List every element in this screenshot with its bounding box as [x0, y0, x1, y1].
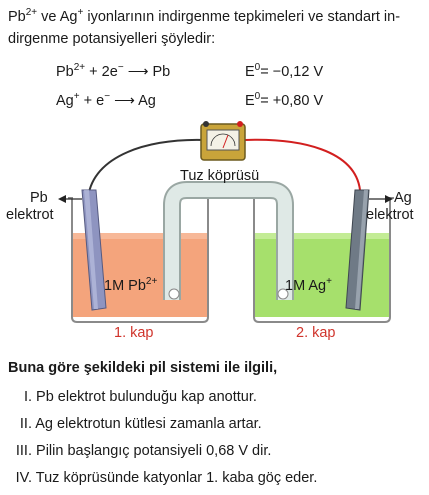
option-4: IV. Tuz köprüsünde katyonlar 1. kaba göç… — [12, 470, 318, 486]
left-solution-label: 1M Pb2+ — [104, 276, 158, 294]
reaction-pb: Pb2+ + 2e− ⟶ Pb — [56, 62, 171, 80]
pb-electrode-name: Pb — [30, 190, 48, 206]
potential-ag: E0= +0,80 V — [245, 91, 324, 109]
ag-electrode-word: elektrot — [366, 207, 414, 223]
arrow-icon: ⟶ — [127, 64, 149, 80]
salt-bridge — [163, 181, 294, 300]
ag-electrode — [345, 189, 370, 311]
reaction-ag: Ag+ + e− ⟶ Ag — [56, 91, 156, 109]
option-number: III. — [15, 443, 32, 459]
option-number: II. — [19, 416, 32, 432]
right-arrowhead-icon — [385, 195, 393, 203]
pb-electrode-word: elektrot — [6, 207, 54, 223]
option-text: Tuz köprüsünde katyonlar 1. kaba göç ede… — [35, 470, 318, 486]
salt-bridge-label: Tuz köprüsü — [180, 168, 260, 184]
wire-right — [244, 138, 361, 191]
option-number: IV. — [15, 470, 32, 486]
pb-electrode — [81, 189, 107, 311]
option-number: I. — [23, 389, 32, 405]
potential-pb: E0= −0,12 V — [245, 62, 324, 80]
wire-left — [87, 138, 206, 201]
intro-text: Pb2+ ve Ag+ iyonlarının indirgenme tepki… — [8, 7, 401, 47]
option-1: I. Pb elektrot bulunduğu kap anottur. — [12, 389, 257, 405]
option-text: Ag elektrotun kütlesi zamanla artar. — [35, 416, 262, 432]
question-title: Buna göre şekildeki pil sistemi ile ilgi… — [8, 360, 278, 376]
option-2: II. Ag elektrotun kütlesi zamanla artar. — [12, 416, 262, 432]
galvanic-cell-diagram — [58, 121, 394, 323]
left-cup-label: 1. kap — [114, 325, 154, 341]
left-arrowhead-icon — [58, 195, 66, 203]
option-3: III. Pilin başlangıç potansiyeli 0,68 V … — [12, 443, 272, 459]
option-text: Pb elektrot bulunduğu kap anottur. — [36, 389, 257, 405]
right-solution-label: 1M Ag+ — [285, 276, 332, 294]
arrow-icon: ⟶ — [114, 93, 135, 109]
ag-electrode-name: Ag — [394, 190, 412, 206]
voltmeter-icon — [200, 121, 246, 161]
right-cup-label: 2. kap — [296, 325, 336, 341]
option-text: Pilin başlangıç potansiyeli 0,68 V dir. — [36, 443, 272, 459]
